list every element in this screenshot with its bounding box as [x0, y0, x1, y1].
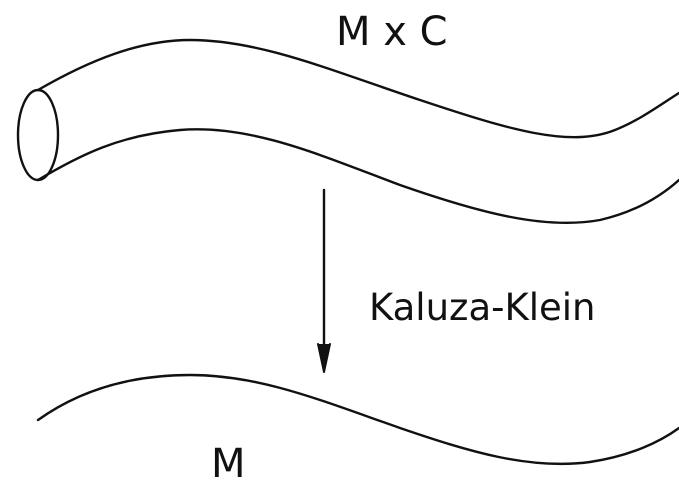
tube-lower-edge: [36, 128, 679, 225]
base-space-label: M: [211, 441, 246, 487]
kaluza-klein-label: Kaluza-Klein: [369, 286, 596, 329]
product-space-label: M x C: [336, 9, 448, 55]
base-curve: [36, 373, 679, 466]
projection-arrow-head: [317, 343, 331, 373]
tube-upper-edge: [36, 38, 679, 139]
tube-opening-ellipse: [16, 88, 60, 182]
